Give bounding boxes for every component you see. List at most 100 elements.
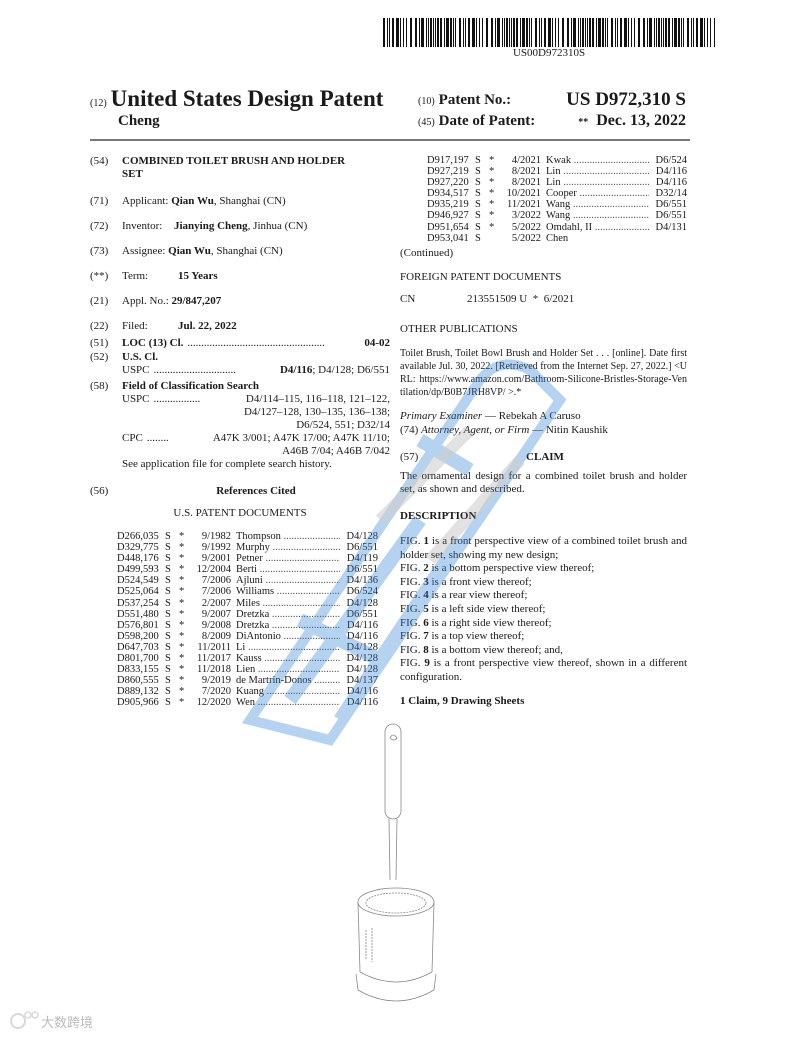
reference-kind: S <box>165 664 171 676</box>
reference-date: 11/2011 <box>197 641 231 653</box>
barcode-bar <box>421 18 424 47</box>
reference-kind: S <box>165 575 171 587</box>
reference-name: Kauss ..................................… <box>236 653 340 665</box>
reference-kind: S <box>475 177 481 189</box>
handle-hook <box>389 734 398 741</box>
barcode-bar <box>665 18 667 47</box>
reference-kind: S <box>165 653 171 665</box>
reference-name: Thompson ...............................… <box>236 531 340 542</box>
date-of-patent-label: (45)Date of Patent: <box>418 113 535 130</box>
reference-number: D598,200 <box>117 630 159 642</box>
reference-number: D860,555 <box>117 675 159 687</box>
header-divider <box>90 139 690 141</box>
reference-date: 4/2021 <box>511 155 541 166</box>
reference-date: 3/2022 <box>511 210 541 222</box>
barcode-bar <box>419 18 420 47</box>
reference-name: Lin ....................................… <box>546 166 649 178</box>
reference-cited-by-examiner: * <box>179 608 185 620</box>
barcode-bar <box>704 18 705 47</box>
barcode-bar <box>455 18 456 47</box>
reference-date: 11/2018 <box>196 664 231 676</box>
figure-description: FIG. 5 is a left side view thereof; <box>400 602 546 615</box>
patent-no-label-text: Patent No.: <box>438 92 512 108</box>
claim-heading: (57)CLAIM <box>400 451 564 463</box>
us-patent-documents-heading: U.S. PATENT DOCUMENTS <box>173 507 307 519</box>
reference-class: D4/119 <box>346 553 378 565</box>
barcode-bar <box>683 18 684 47</box>
reference-cited-by-examiner: * <box>179 553 185 565</box>
reference-date: 7/2006 <box>201 575 231 587</box>
reference-name: Miles ..................................… <box>236 597 340 609</box>
figure-description: FIG. 3 is a front view thereof; <box>400 575 532 588</box>
barcode-bar <box>647 18 648 47</box>
reference-kind: S <box>475 232 481 244</box>
reference-number: D537,254 <box>117 597 159 609</box>
date-label-text: Date of Patent: <box>438 113 536 129</box>
barcode-bar <box>535 18 537 47</box>
reference-name: Kwak ...................................… <box>546 155 649 166</box>
figure-description: FIG. 6 is a right side view thereof; <box>400 616 552 629</box>
barcode-bar <box>678 18 680 47</box>
reference-class: D4/116 <box>346 619 378 631</box>
barcode-bar <box>526 18 528 47</box>
reference-name: Williams ...............................… <box>236 586 340 598</box>
barcode-bar <box>602 18 604 47</box>
barcode-bar <box>465 18 466 47</box>
holder-opening <box>365 892 427 914</box>
barcode-bar <box>578 18 579 47</box>
barcode-bar <box>567 18 569 47</box>
barcode-bar <box>529 18 530 47</box>
reference-date: 12/2020 <box>196 697 231 709</box>
barcode-bar <box>430 18 432 47</box>
barcode-bar <box>592 18 594 47</box>
barcode-bar <box>638 18 640 47</box>
figure-description: FIG. 7 is a top view thereof; <box>400 630 525 643</box>
reference-cited-by-examiner: * <box>179 675 185 687</box>
field-term: (**)Term:15 Years <box>90 270 218 282</box>
claim-text: The ornamental design for a combined toi… <box>400 470 687 495</box>
barcode-bar <box>541 18 542 47</box>
reference-number: D329,775 <box>117 542 159 554</box>
reference-kind: S <box>165 641 171 653</box>
patent-number: US D972,310 S <box>566 89 686 110</box>
barcode-bar <box>582 18 584 47</box>
reference-cited-by-examiner: * <box>489 155 495 166</box>
reference-number: D499,593 <box>117 564 159 576</box>
barcode-bar <box>400 18 401 47</box>
barcode-bar <box>506 18 508 47</box>
claims-summary: 1 Claim, 9 Drawing Sheets <box>400 695 525 707</box>
reference-class: D4/131 <box>655 221 688 233</box>
reference-cited-by-examiner: * <box>179 619 185 631</box>
reference-date: 8/2009 <box>201 630 231 642</box>
reference-cited-by-examiner: * <box>179 531 185 542</box>
barcode-bar <box>681 18 682 47</box>
reference-cited-by-examiner: * <box>179 653 185 665</box>
reference-class: D6/551 <box>655 210 688 222</box>
barcode-bar <box>450 18 452 47</box>
reference-class: D4/128 <box>346 597 379 609</box>
reference-number: D905,966 <box>117 697 159 709</box>
barcode-bar <box>486 18 488 47</box>
doc-title-text: United States Design Patent <box>110 86 384 111</box>
barcode-bar <box>497 18 500 47</box>
description-heading: DESCRIPTION <box>400 510 477 522</box>
date-of-patent: **Dec. 13, 2022 <box>578 112 686 130</box>
barcode-bar <box>587 18 588 47</box>
barcode-bar <box>605 18 606 47</box>
barcode-bar <box>552 18 553 47</box>
reference-class: D4/128 <box>346 653 379 665</box>
barcode-bar <box>620 18 622 47</box>
field-inventor: (72)Inventor:Jianying Cheng, Jinhua (CN) <box>90 220 308 232</box>
barcode-bar <box>571 18 572 47</box>
reference-class: D6/524 <box>346 586 379 598</box>
reference-kind: S <box>165 553 171 565</box>
